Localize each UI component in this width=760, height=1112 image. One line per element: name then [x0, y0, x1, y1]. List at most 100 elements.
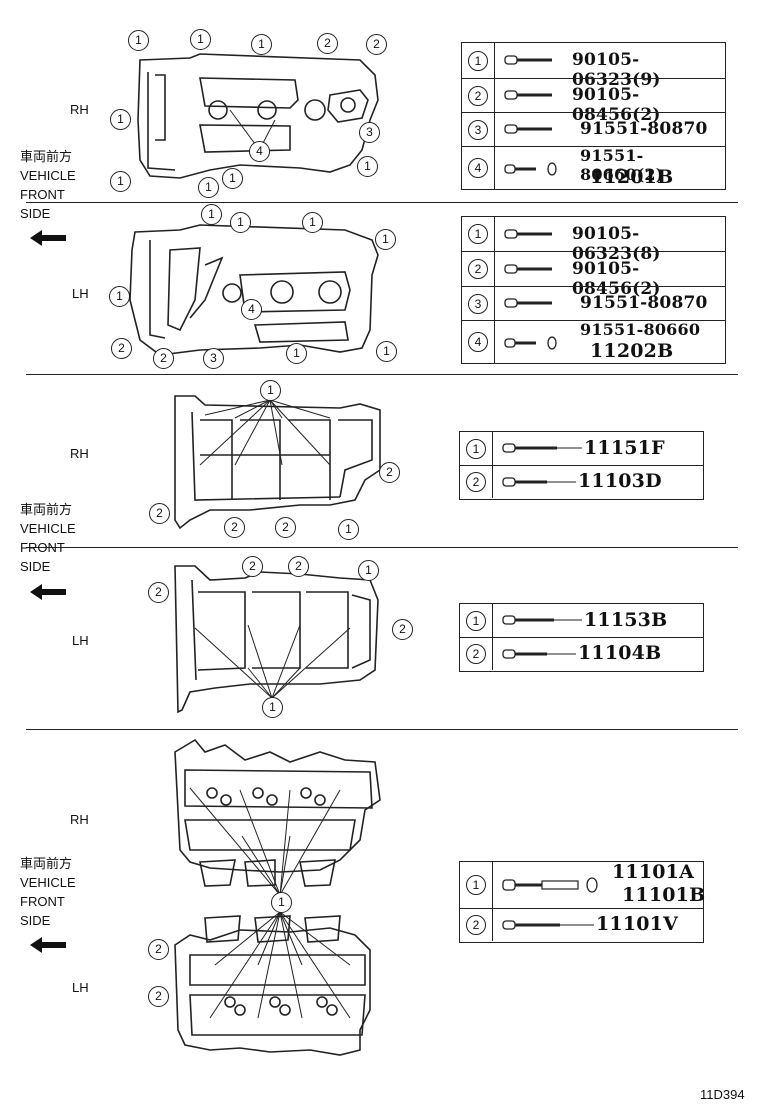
bolt-washer-icon — [504, 335, 574, 351]
bolt-icon — [502, 442, 582, 454]
callout-number: 3 — [468, 293, 488, 314]
callout-number: 4 — [468, 332, 488, 352]
callout-circle: 2 — [242, 556, 263, 577]
bolt-icon — [504, 89, 554, 101]
callout-circle: 1 — [357, 156, 378, 177]
callout-circle: 2 — [153, 348, 174, 369]
bearing-cap-lh-drawing — [174, 565, 379, 714]
parts-table-head: 1 11101A 11101B 2 11101V — [459, 861, 706, 943]
part-number: 91551-80870 — [580, 119, 708, 139]
bolt-icon — [504, 228, 554, 240]
bolt-washer-icon — [502, 876, 602, 894]
callout-circle: 1 — [109, 286, 130, 307]
lh-label-2: LH — [72, 633, 89, 648]
direction-label-2: 車両前方 VEHICLE FRONT SIDE — [20, 502, 76, 574]
callout-circle: 1 — [251, 34, 272, 55]
part-number-washer: 11101B — [622, 884, 706, 906]
callout-circle: 2 — [148, 986, 169, 1007]
direction-label-3: 車両前方 VEHICLE FRONT SIDE — [20, 856, 76, 928]
diagram-code: 11D394 — [700, 1087, 745, 1102]
callout-number: 1 — [468, 224, 488, 244]
leader-lines — [189, 399, 351, 1019]
parts-table-cam-lh: 1 90105-06323(8) 2 90105-08456(2) 3 9155… — [461, 216, 726, 364]
divider-3 — [26, 547, 738, 548]
callout-circle: 3 — [359, 122, 380, 143]
callout-number: 1 — [466, 610, 486, 631]
callout-number: 3 — [468, 119, 488, 140]
part-number: 11101V — [596, 913, 679, 935]
part-number-washer: 11202B — [590, 340, 674, 362]
callout-circle: 2 — [148, 939, 169, 960]
callout-number: 2 — [466, 472, 486, 492]
table-row: 2 11103D — [460, 465, 703, 498]
callout-circle: 1 — [376, 341, 397, 362]
bolt-icon — [504, 54, 554, 66]
part-number-washer: 11201B — [590, 166, 674, 188]
bolt-icon — [502, 648, 582, 660]
callout-circle: 2 — [366, 34, 387, 55]
cam-housing-lh-drawing — [129, 224, 379, 356]
callout-circle: 1 — [198, 177, 219, 198]
table-row: 4 91551-80660 11202B — [462, 320, 725, 363]
callout-circle: 2 — [224, 517, 245, 538]
divider-2 — [26, 374, 738, 375]
table-row: 1 11151F — [460, 432, 703, 465]
table-row: 2 90105-08456(2) — [462, 251, 725, 299]
lh-label-1: LH — [72, 286, 89, 301]
divider-4 — [26, 729, 738, 730]
callout-circle: 1 — [110, 109, 131, 130]
callout-circle: 2 — [111, 338, 132, 359]
bolt-icon — [502, 476, 582, 488]
lh-label-3: LH — [72, 980, 89, 995]
bolt-icon — [504, 123, 554, 135]
rh-label-3: RH — [70, 812, 89, 827]
callout-circle: 1 — [110, 171, 131, 192]
table-row: 1 90105-06323(8) — [462, 217, 725, 264]
callout-number: 1 — [468, 50, 488, 71]
callout-circle: 2 — [379, 462, 400, 483]
part-number: 11101A — [612, 861, 695, 883]
callout-number: 2 — [468, 85, 488, 106]
table-row: 1 90105-06323(9) — [462, 43, 725, 90]
bolt-washer-icon — [504, 161, 574, 177]
part-number: 90105-08456(2) — [572, 85, 661, 125]
table-row: 2 11104B — [460, 637, 703, 670]
callout-number: 1 — [466, 438, 486, 459]
table-row: 3 91551-80870 — [462, 286, 725, 320]
callout-circle: 1 — [128, 30, 149, 51]
callout-circle: 4 — [249, 141, 270, 162]
callout-number: 2 — [466, 644, 486, 664]
rh-label-1: RH — [70, 102, 89, 117]
callout-circle: 3 — [203, 348, 224, 369]
callout-number: 2 — [468, 259, 488, 279]
part-number: 91551-80660(2) — [580, 146, 664, 184]
callout-number: 1 — [466, 875, 486, 895]
parts-table-cap-lh: 1 11153B 2 11104B — [459, 603, 704, 672]
divider-1 — [26, 202, 738, 203]
callout-circle: 2 — [275, 517, 296, 538]
rh-label-2: RH — [70, 446, 89, 461]
cylinder-head-lh-drawing — [174, 915, 371, 1056]
callout-circle: 1 — [338, 519, 359, 540]
callout-circle: 1 — [262, 697, 283, 718]
callout-circle: 2 — [288, 556, 309, 577]
callout-circle: 2 — [317, 33, 338, 54]
part-number: 11103D — [578, 470, 662, 492]
part-number: 11104B — [578, 642, 662, 664]
part-number: 11151F — [584, 437, 665, 459]
table-row: 3 91551-80870 — [462, 112, 725, 146]
parts-table-cam-rh: 1 90105-06323(9) 2 90105-08456(2) 3 9155… — [461, 42, 726, 190]
callout-circle: 1 — [230, 212, 251, 233]
callout-circle: 1 — [190, 29, 211, 50]
cam-housing-rh-drawing — [137, 53, 379, 179]
callout-circle: 2 — [392, 619, 413, 640]
part-number: 11153B — [584, 609, 668, 631]
bolt-icon — [502, 919, 602, 931]
callout-number: 4 — [468, 158, 488, 178]
callout-circle: 1 — [358, 560, 379, 581]
part-number: 90105-06323(8) — [572, 224, 661, 264]
bearing-cap-rh-drawing — [174, 395, 381, 530]
callout-circle: 1 — [286, 343, 307, 364]
bolt-icon — [502, 614, 582, 626]
